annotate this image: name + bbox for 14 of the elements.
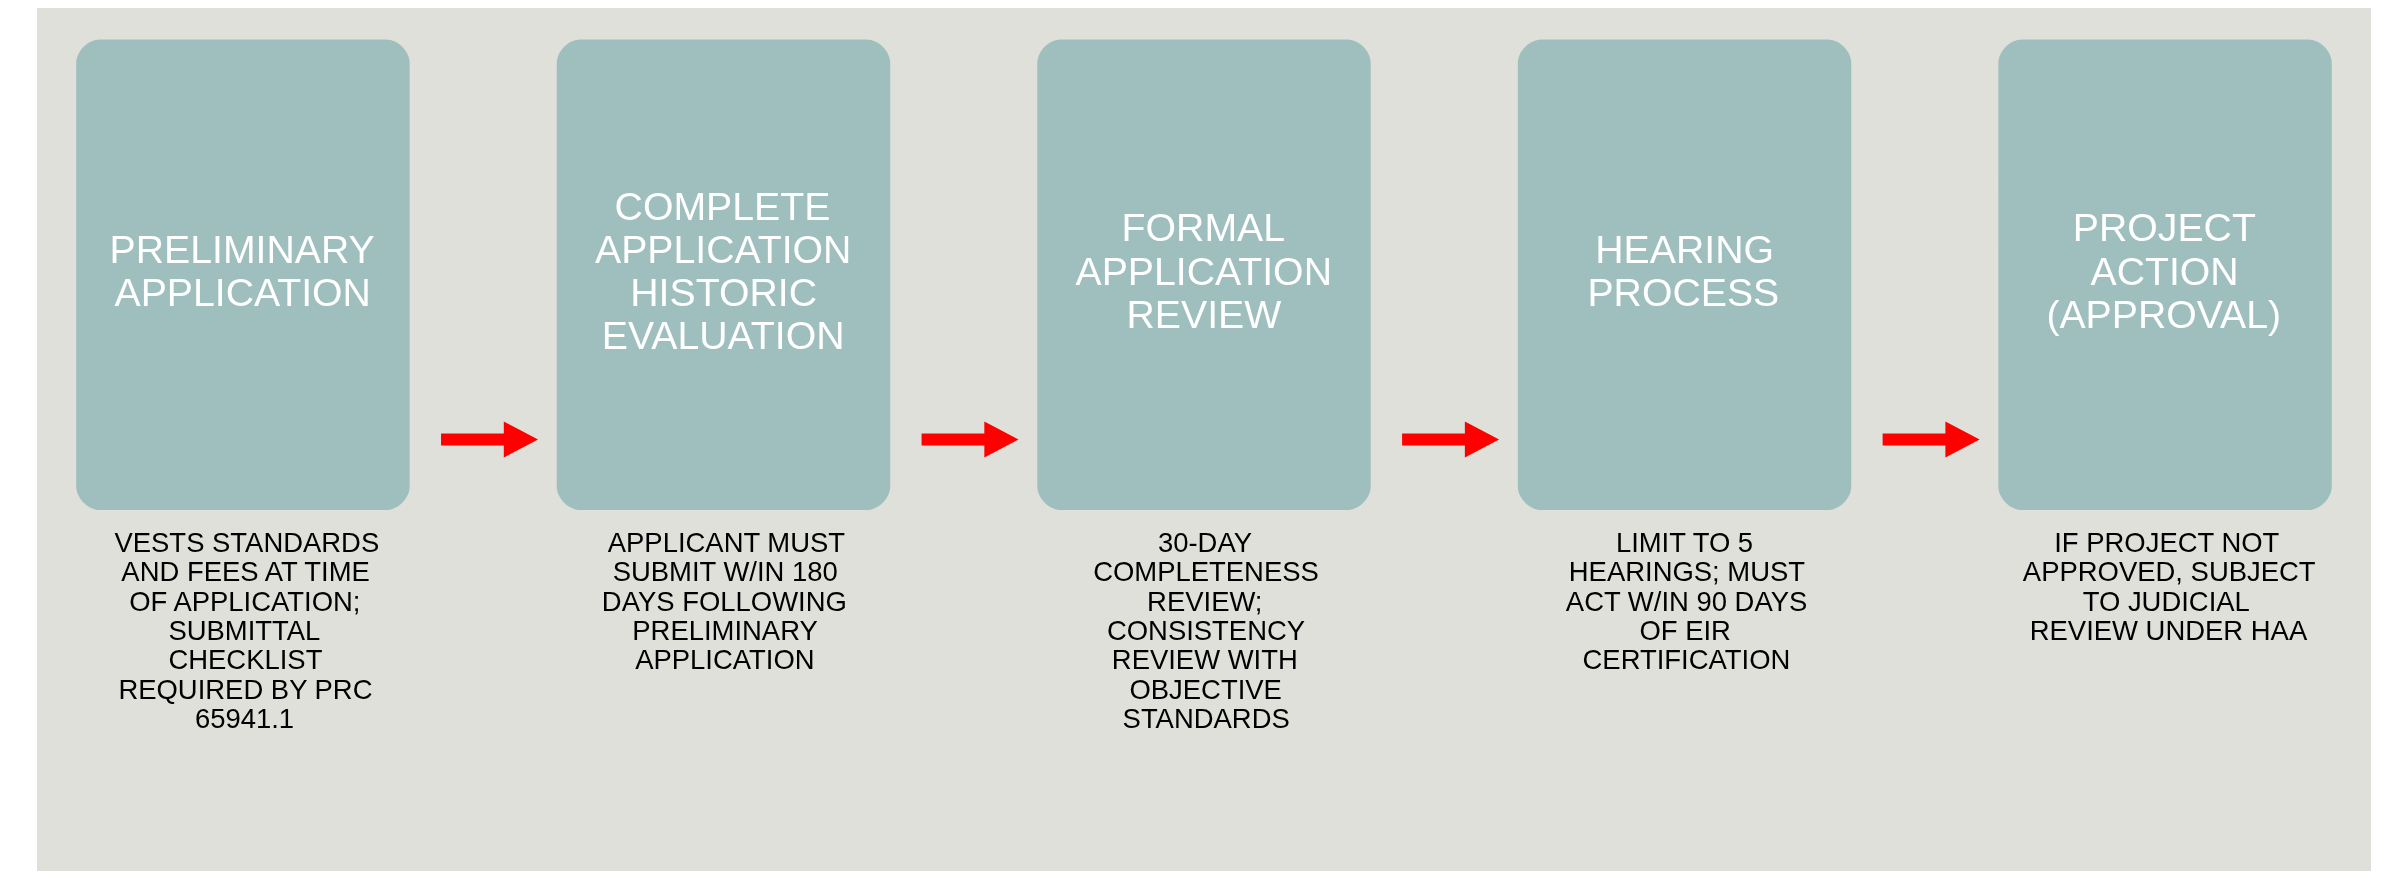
node-box: PRELIMINARY APPLICATION xyxy=(75,39,410,511)
arrow xyxy=(921,421,1019,458)
node-label: VESTS STANDARDS AND FEES AT TIME OF APPLICATION; SUBMITTAL CHECKLIST REQUIRED BY PRC 65941.1 xyxy=(113,526,379,735)
node-label: APPLICANT MUST SUBMIT W/IN 180 DAYS FOLLOWING PRELIMINARY APPLICATION xyxy=(601,526,847,676)
node-label: IF PROJECT NOT APPROVED, SUBJECT TO JUDICIAL REVIEW UNDER HAA xyxy=(2022,526,2316,646)
node-label: LIMIT TO 5 HEARINGS; MUST ACT W/IN 90 DAYS OF EIR CERTIFICATION xyxy=(1565,526,1807,676)
node-box: COMPLETE APPLICATION HISTORIC EVALUATION xyxy=(556,39,890,511)
node-box: HEARING PROCESS xyxy=(1517,39,1851,511)
arrow xyxy=(440,421,538,458)
node-label: 30-DAY COMPLETENESS REVIEW; CONSISTENCY REVIEW WITH OBJECTIVE STANDARDS xyxy=(1092,526,1319,735)
node-box: PROJECT ACTION (APPROVAL) xyxy=(1997,39,2332,511)
node-box: FORMAL APPLICATION REVIEW xyxy=(1036,39,1371,511)
arrow xyxy=(1401,421,1499,458)
arrow xyxy=(1882,421,1980,458)
